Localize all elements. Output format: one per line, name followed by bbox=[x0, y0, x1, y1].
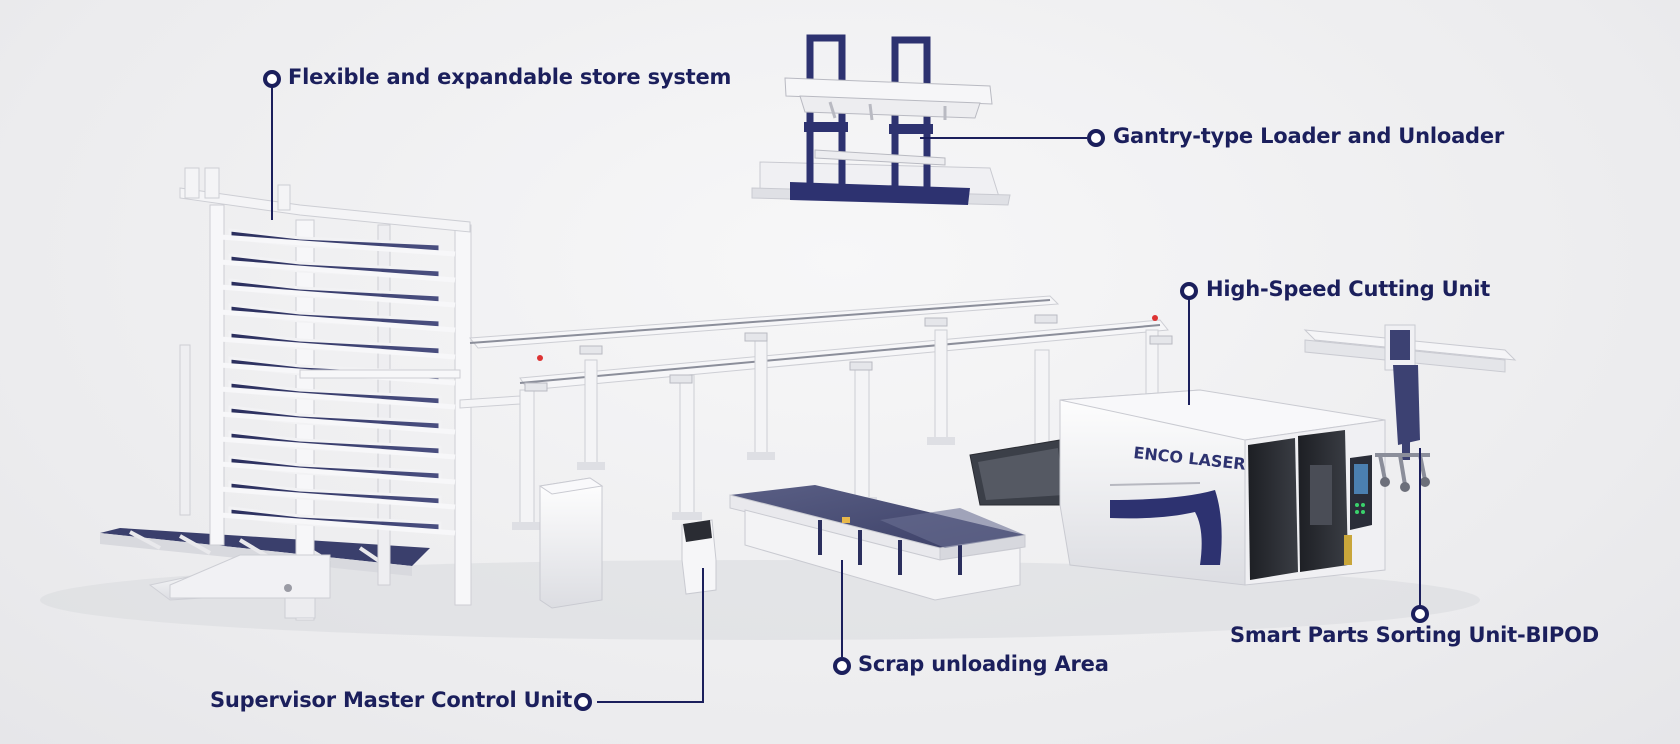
callout-marker-cutting bbox=[1180, 282, 1198, 300]
floor-shadow bbox=[40, 560, 1480, 640]
callout-label-cutting: High-Speed Cutting Unit bbox=[1206, 277, 1491, 301]
sorting-robot bbox=[1303, 324, 1517, 492]
callout-label-sorting: Smart Parts Sorting Unit-BIPOD bbox=[1230, 623, 1599, 647]
scrap-table bbox=[729, 485, 1026, 601]
control-cabinet bbox=[538, 477, 604, 609]
callout-label-gantry: Gantry-type Loader and Unloader bbox=[1113, 124, 1505, 148]
callout-marker-store bbox=[263, 70, 281, 88]
callout-label-scrap: Scrap unloading Area bbox=[858, 652, 1109, 676]
gantry-loader bbox=[751, 34, 1011, 206]
rail-gantry bbox=[459, 295, 1173, 530]
supervisor-console bbox=[681, 519, 717, 595]
callout-marker-sorting bbox=[1411, 605, 1429, 623]
callout-label-supervisor: Supervisor Master Control Unit bbox=[210, 688, 573, 712]
callout-marker-gantry bbox=[1087, 129, 1105, 147]
callout-marker-scrap bbox=[833, 657, 851, 675]
storage-tower bbox=[100, 167, 472, 621]
callout-label-store: Flexible and expandable store system bbox=[288, 65, 732, 89]
laser-cutting-machine: ENCO LASER bbox=[969, 389, 1386, 586]
callout-leaders bbox=[271, 86, 1421, 703]
callout-marker-supervisor bbox=[574, 693, 592, 711]
